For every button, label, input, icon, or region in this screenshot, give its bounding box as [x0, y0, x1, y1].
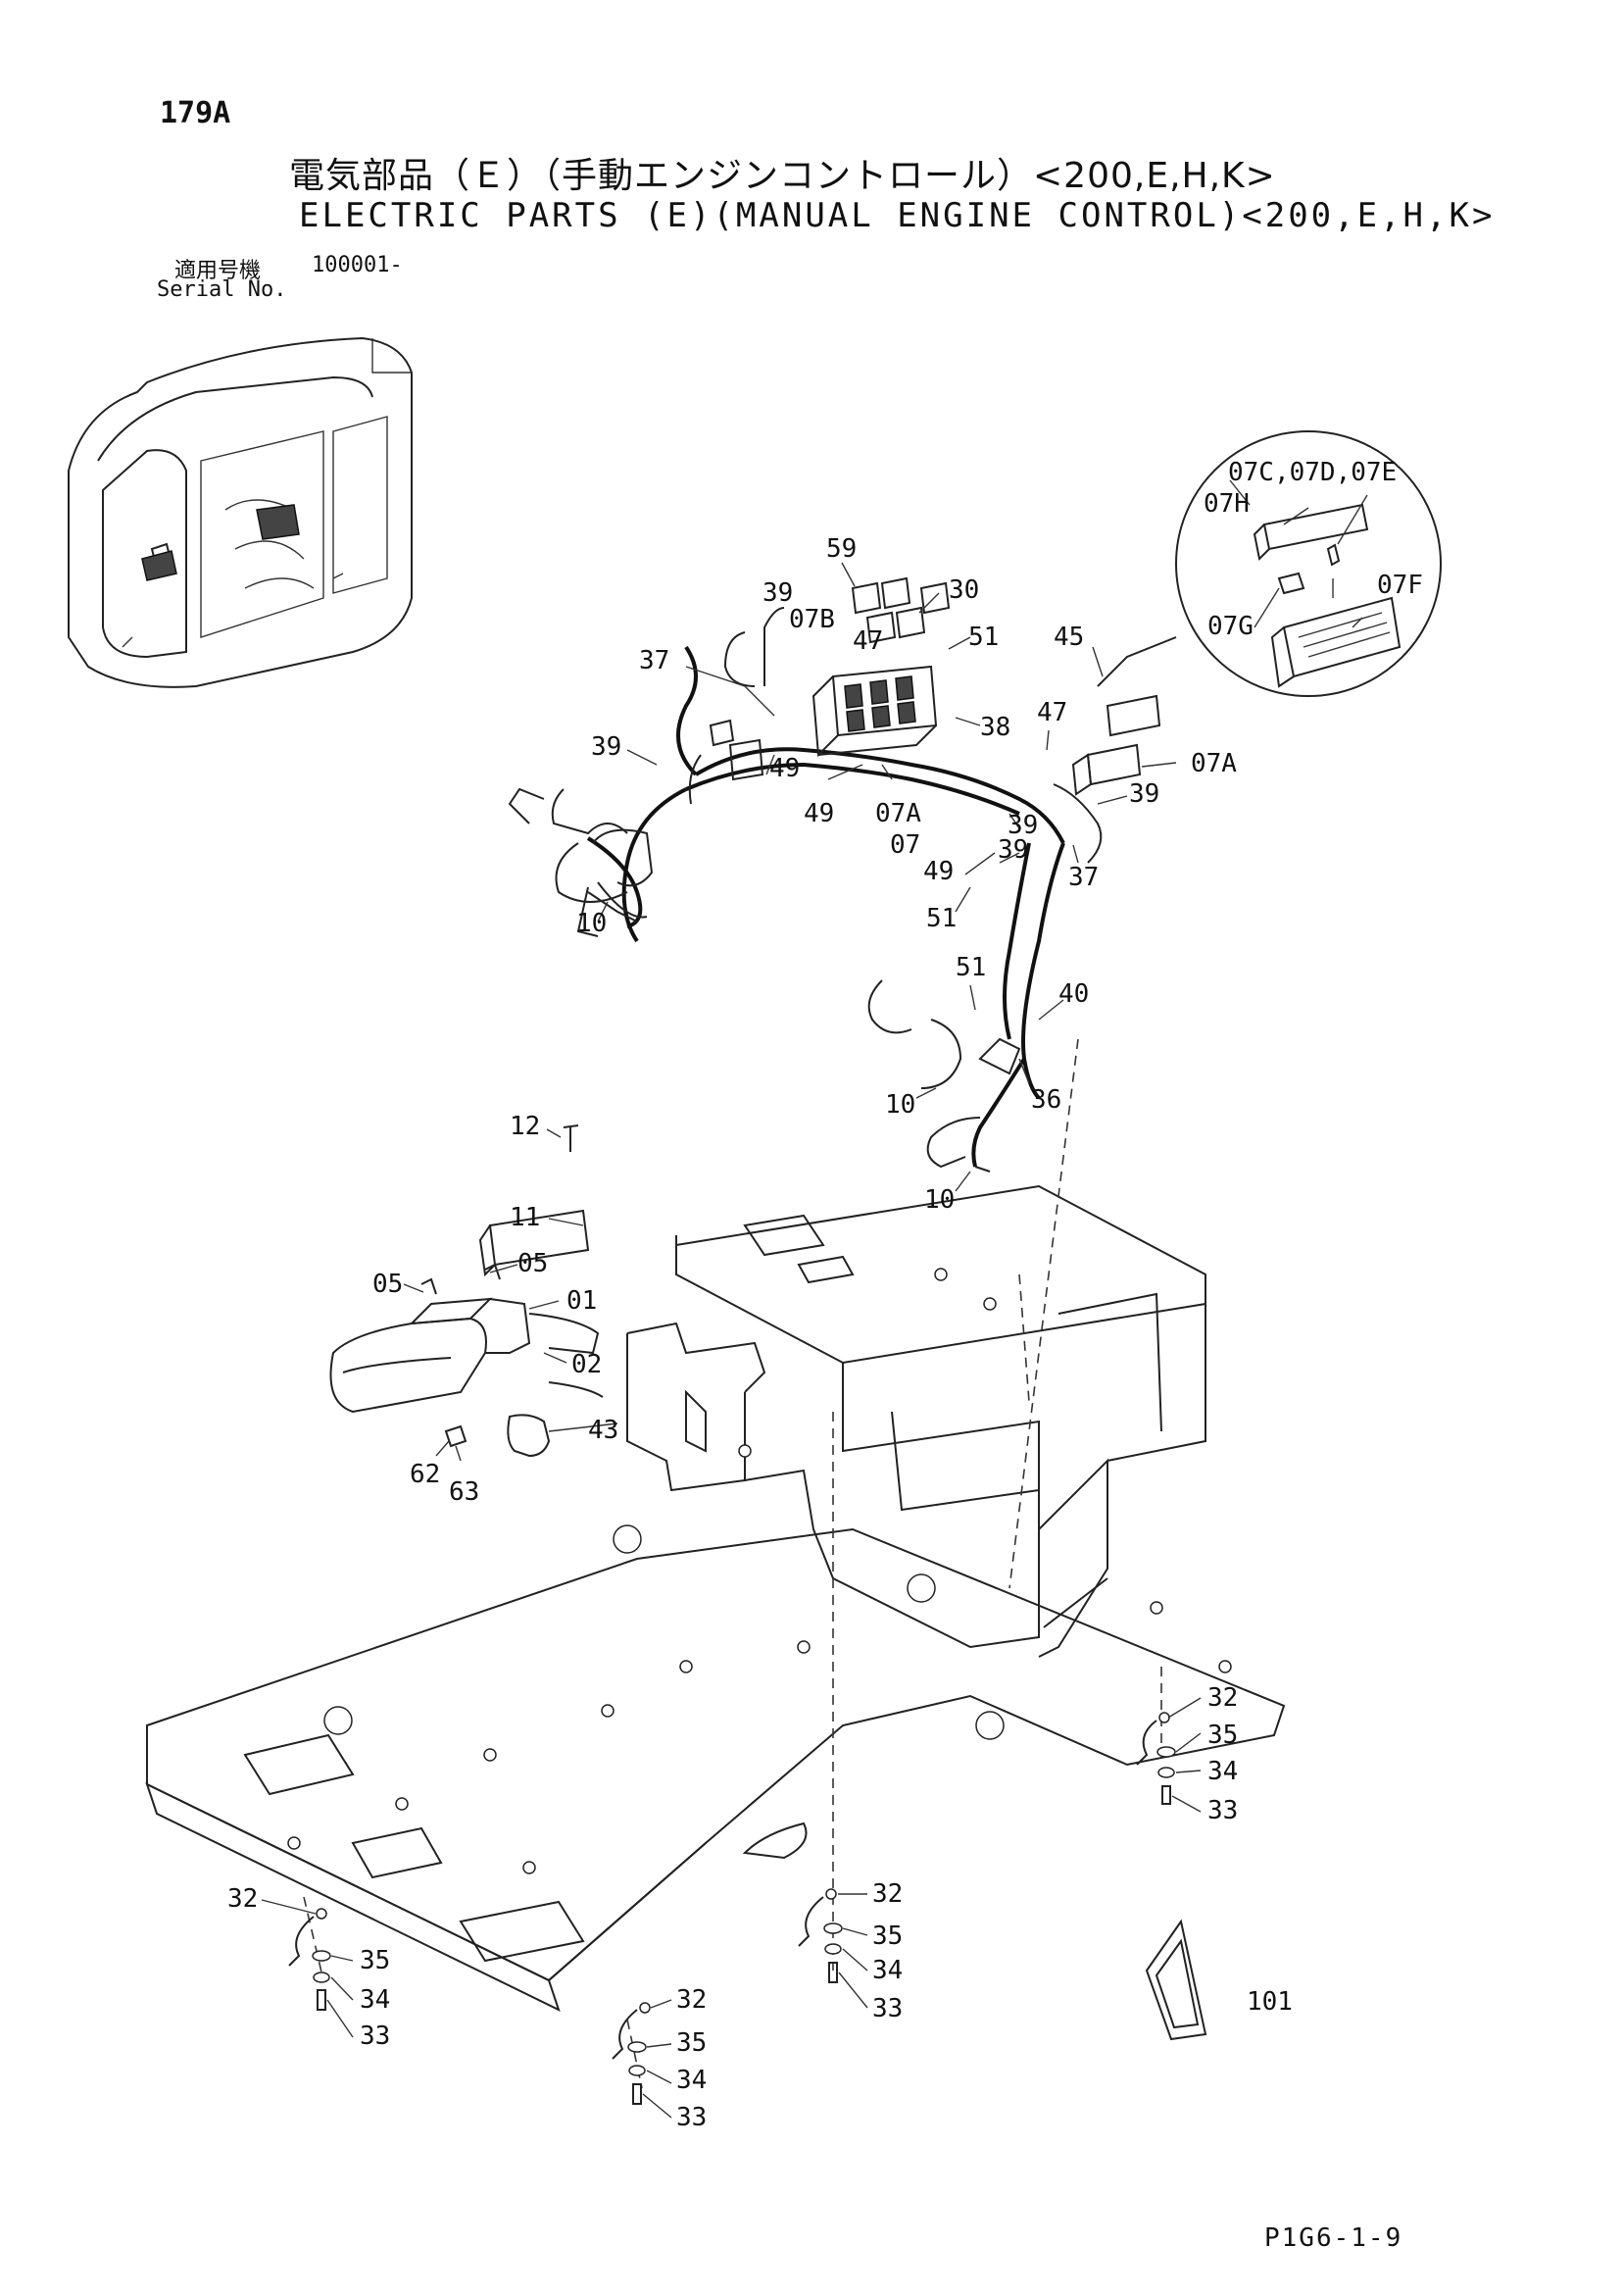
callout-07b: 07B — [789, 605, 835, 634]
callout-62: 62 — [410, 1460, 440, 1489]
callout-30: 30 — [949, 575, 979, 605]
callout-07a-a: 07A — [875, 799, 921, 828]
callout-43: 43 — [588, 1416, 618, 1445]
callout-35-c: 35 — [360, 1946, 390, 1975]
callout-38: 38 — [980, 713, 1010, 742]
callout-45: 45 — [1054, 623, 1084, 652]
callout-34-b: 34 — [872, 1956, 903, 1985]
callout-47-a: 47 — [853, 626, 883, 656]
main-wiring-harness — [508, 576, 1161, 1173]
callout-07g: 07G — [1207, 612, 1254, 641]
callout-39-c: 39 — [1008, 811, 1038, 840]
callout-34-a: 34 — [1207, 1757, 1238, 1786]
cab-overview — [68, 336, 413, 688]
floor-frame-structure — [145, 1038, 1286, 2089]
part-101-holder — [1145, 1919, 1207, 2041]
callout-32-d: 32 — [676, 1985, 707, 2015]
callout-39-a: 39 — [762, 578, 793, 608]
callout-05-b: 05 — [517, 1249, 548, 1278]
leader-lines — [261, 479, 1368, 2119]
callout-33-b: 33 — [872, 1994, 903, 2023]
callout-39-d: 39 — [998, 835, 1028, 865]
title-japanese: 電気部品（Ｅ）（手動エンジンコントロール）<200,E,H,K> — [289, 156, 1276, 196]
connector-detail-inset — [1097, 430, 1442, 697]
callout-34-c: 34 — [360, 1985, 390, 2015]
callout-35-b: 35 — [872, 1922, 903, 1951]
callout-51-b: 51 — [926, 904, 957, 933]
callout-10-b: 10 — [885, 1090, 915, 1120]
callout-33-c: 33 — [360, 2021, 390, 2051]
serial-number-value: 100001- — [312, 253, 403, 277]
callout-07f: 07F — [1377, 571, 1423, 600]
footer-page-code: P1G6-1-9 — [1264, 2223, 1403, 2253]
callout-39-e: 39 — [1129, 779, 1159, 809]
callout-101: 101 — [1247, 1987, 1293, 2017]
serial-label-english: Serial No. — [157, 277, 287, 302]
title-english: ELECTRIC PARTS (E)(MANUAL ENGINE CONTROL… — [299, 196, 1496, 235]
callout-34-d: 34 — [676, 2066, 707, 2095]
serial-label-japanese: 適用号機 — [174, 259, 262, 283]
callout-59: 59 — [826, 534, 857, 564]
callout-47-b: 47 — [1037, 698, 1067, 727]
callout-37-a: 37 — [639, 646, 669, 675]
callout-32-c: 32 — [227, 1884, 258, 1914]
callout-49-b: 49 — [804, 799, 834, 828]
callout-07h: 07H — [1204, 489, 1250, 519]
callout-49-c: 49 — [923, 857, 954, 886]
callout-labels: 59 30 39 07B 47 51 37 38 45 47 39 49 49 … — [227, 458, 1423, 2132]
controller-assembly — [329, 1124, 604, 1458]
callout-12: 12 — [510, 1112, 540, 1141]
callout-32-b: 32 — [872, 1879, 903, 1909]
callout-10-c: 10 — [924, 1185, 955, 1215]
callout-01: 01 — [566, 1286, 597, 1316]
callout-33-d: 33 — [676, 2103, 707, 2132]
callout-37-b: 37 — [1068, 863, 1099, 892]
callout-07a-b: 07A — [1191, 749, 1237, 778]
callout-05-a: 05 — [372, 1270, 403, 1299]
callout-39-b: 39 — [591, 732, 621, 762]
callout-51-a: 51 — [968, 623, 999, 652]
callout-63: 63 — [449, 1477, 479, 1507]
callout-36: 36 — [1031, 1085, 1061, 1115]
callout-32-a: 32 — [1207, 1683, 1238, 1713]
callout-35-d: 35 — [676, 2028, 707, 2058]
callout-02: 02 — [571, 1350, 602, 1379]
callout-40: 40 — [1058, 979, 1089, 1009]
callout-07c-07d-07e: 07C,07D,07E — [1228, 458, 1397, 487]
callout-33-a: 33 — [1207, 1796, 1238, 1825]
callout-49-a: 49 — [769, 754, 800, 783]
callout-35-a: 35 — [1207, 1721, 1238, 1750]
callout-11: 11 — [510, 1203, 540, 1232]
ground-cable-sets — [288, 1712, 1176, 2105]
callout-10-a: 10 — [576, 909, 607, 938]
page-number: 179A — [160, 96, 231, 130]
callout-51-c: 51 — [956, 953, 986, 982]
callout-07: 07 — [890, 830, 920, 860]
